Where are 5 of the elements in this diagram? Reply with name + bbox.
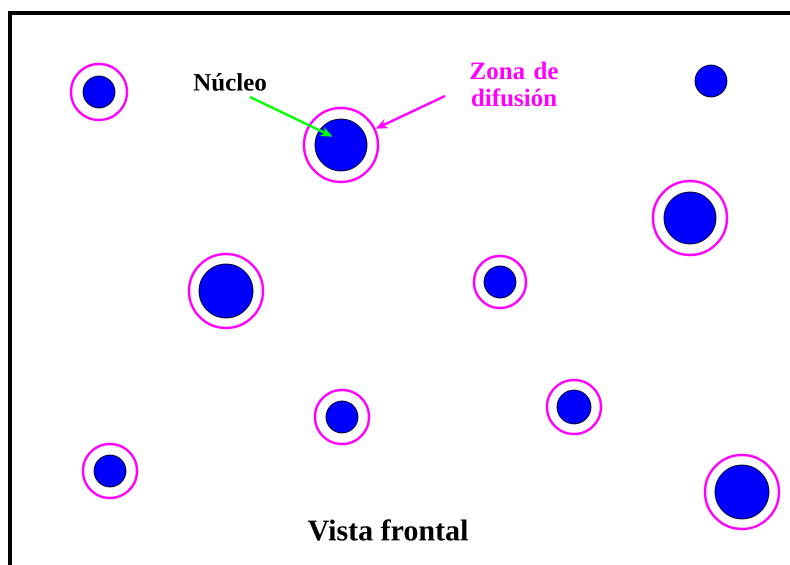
label-text: Zona de difusión bbox=[470, 62, 558, 106]
nucleus-circle bbox=[314, 118, 368, 172]
caption: Vista frontal bbox=[308, 519, 468, 541]
label-text: Núcleo bbox=[194, 73, 266, 91]
diffusion-ring bbox=[302, 106, 380, 184]
